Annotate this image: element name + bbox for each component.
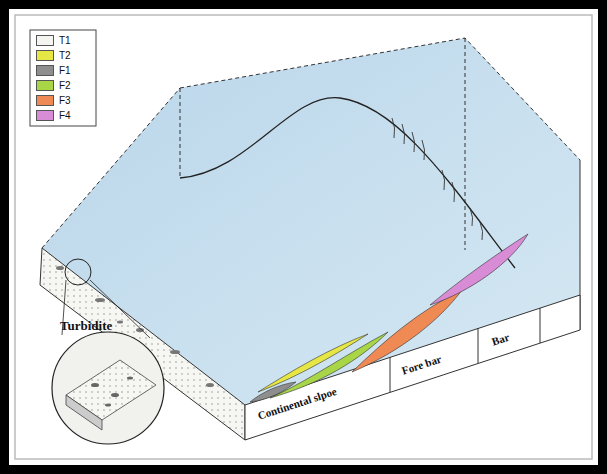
facies-lens — [430, 234, 528, 305]
zone-strip — [245, 295, 580, 440]
legend-swatch — [36, 95, 54, 106]
legend-entry: F4 — [36, 110, 71, 121]
legend-swatch — [36, 110, 54, 121]
inset-title: Turbidite — [60, 318, 112, 334]
inset-patches — [91, 377, 133, 407]
legend-text: F3 — [59, 95, 71, 106]
legend-text: F4 — [59, 110, 71, 121]
inset-block-side — [66, 395, 102, 430]
legend-entry: T2 — [36, 50, 71, 61]
zoom-marker — [65, 259, 91, 285]
legend-text: F2 — [59, 80, 71, 91]
legend-swatch — [36, 35, 54, 46]
legend-text: F1 — [59, 65, 71, 76]
legend-text: T2 — [59, 50, 71, 61]
legend-entry: T1 — [36, 35, 71, 46]
facies-lens — [258, 334, 368, 392]
hidden-edges — [42, 38, 580, 250]
inset-circle — [52, 332, 164, 444]
slope-hachures — [392, 118, 483, 240]
legend-swatch — [36, 50, 54, 61]
legend-entry: F1 — [36, 65, 71, 76]
seafloor-profile — [180, 98, 515, 268]
facies-lens — [352, 290, 462, 372]
legend-entry: F2 — [36, 80, 71, 91]
panel — [9, 9, 598, 465]
legend-entry: F3 — [36, 95, 71, 106]
legend-swatch — [36, 65, 54, 76]
legend-swatch — [36, 80, 54, 91]
legend-box — [30, 30, 96, 126]
legend-text: T1 — [59, 35, 71, 46]
inner-frame — [15, 15, 592, 459]
